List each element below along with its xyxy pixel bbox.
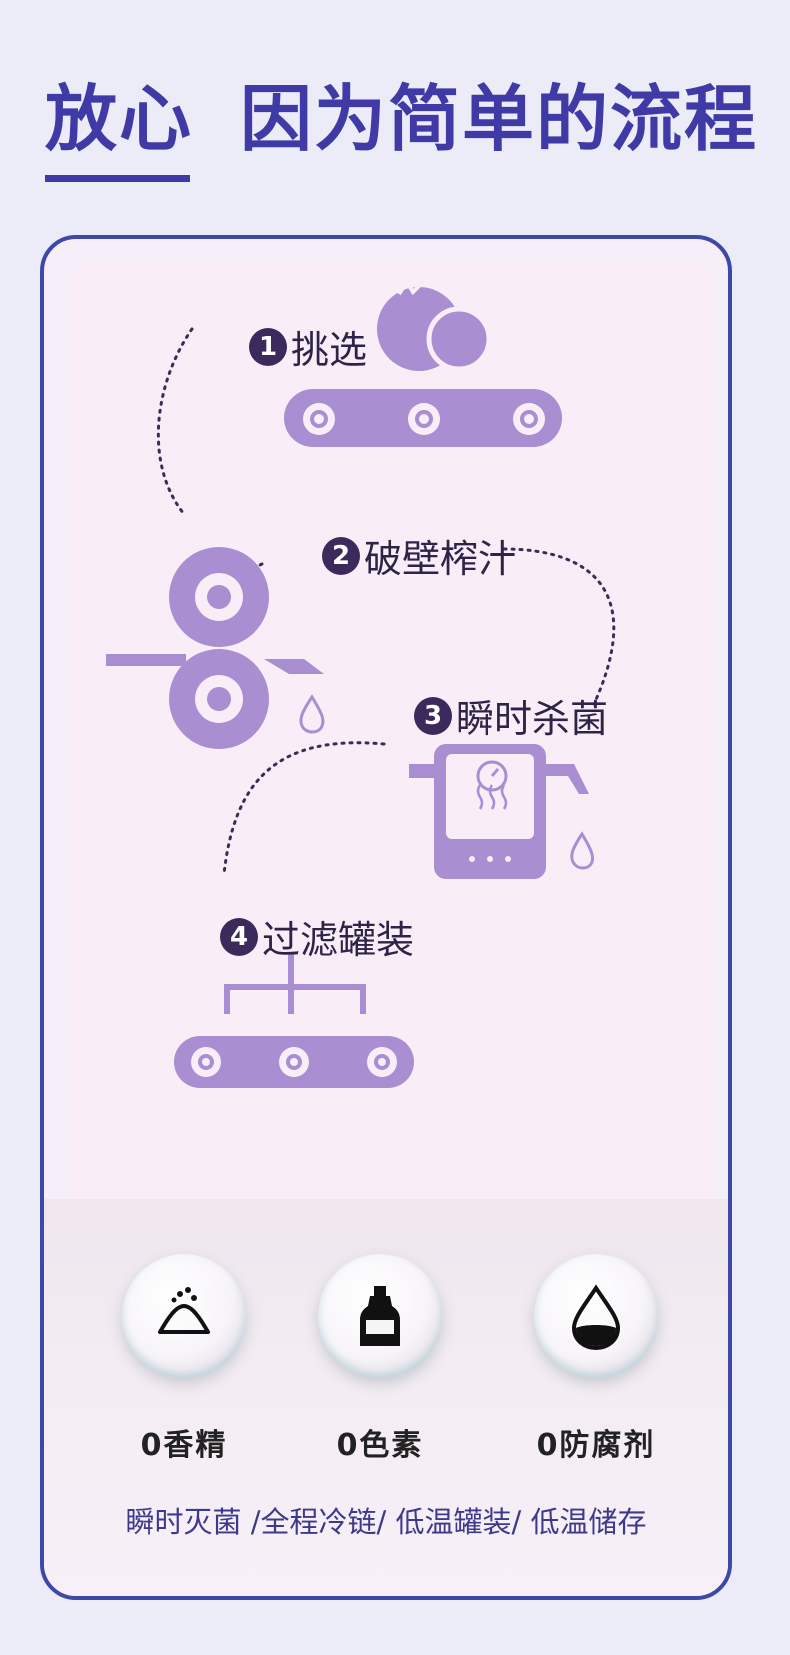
water-drop-icon — [571, 1284, 621, 1350]
feature-label: 0香精 — [140, 1428, 228, 1463]
page-title: 因为简单的流程 — [240, 76, 759, 161]
step-title: 破壁榨汁 — [364, 537, 517, 581]
feature-bubble — [318, 1254, 442, 1378]
feature-bubble — [534, 1254, 658, 1378]
features-section: 0香精 0色素 0防腐剂 瞬时灭菌 /全程冷链/ 低温罐装/ 低温储存 — [44, 1199, 728, 1596]
blueberries-icon — [377, 278, 492, 372]
flow-path-1 — [156, 327, 194, 516]
process-card: 1 挑选 2 破壁榨汁 3 瞬时杀菌 4 过滤罐装 0香精 — [40, 235, 732, 1600]
feature-label: 0防腐剂 — [536, 1428, 656, 1463]
step-title: 瞬时杀菌 — [456, 697, 609, 741]
step-number-badge: 4 — [220, 917, 258, 956]
conveyor-belt-2 — [174, 1036, 414, 1088]
bottle-icon — [360, 1286, 400, 1346]
step-title: 挑选 — [291, 328, 368, 372]
powder-pile-icon — [158, 1287, 210, 1334]
step-2-label: 2 破壁榨汁 — [322, 528, 516, 583]
process-diagram — [106, 278, 616, 1088]
sterilizer-icon — [409, 744, 589, 879]
drop-icon-1 — [299, 694, 325, 734]
step-1-label: 1 挑选 — [249, 319, 367, 374]
drop-icon-2 — [570, 831, 595, 870]
header-accent: 放心 — [45, 76, 194, 161]
step-number-badge: 1 — [249, 327, 287, 366]
title-underline — [45, 175, 190, 182]
footer-slogan: 瞬时灭菌 /全程冷链/ 低温罐装/ 低温储存 — [125, 1505, 647, 1539]
feature-label: 0色素 — [336, 1428, 424, 1463]
step-3-label: 3 瞬时杀菌 — [414, 688, 608, 743]
juicer-roller-icon — [106, 547, 324, 749]
step-title: 过滤罐装 — [262, 918, 415, 962]
flow-path-2 — [502, 547, 616, 706]
feature-no-flavoring: 0香精 — [94, 1254, 274, 1464]
feature-bubble — [122, 1254, 246, 1378]
process-illustration: 1 挑选 2 破壁榨汁 3 瞬时杀菌 4 过滤罐装 — [74, 264, 714, 1199]
conveyor-belt-1 — [284, 389, 562, 447]
step-number-badge: 2 — [322, 536, 360, 575]
flow-path-3 — [222, 741, 386, 876]
step-4-label: 4 过滤罐装 — [220, 909, 414, 964]
feature-no-coloring: 0色素 — [290, 1254, 470, 1464]
step-number-badge: 3 — [414, 696, 452, 735]
feature-no-preservative: 0防腐剂 — [506, 1254, 686, 1464]
filter-bracket-icon — [224, 954, 366, 1014]
